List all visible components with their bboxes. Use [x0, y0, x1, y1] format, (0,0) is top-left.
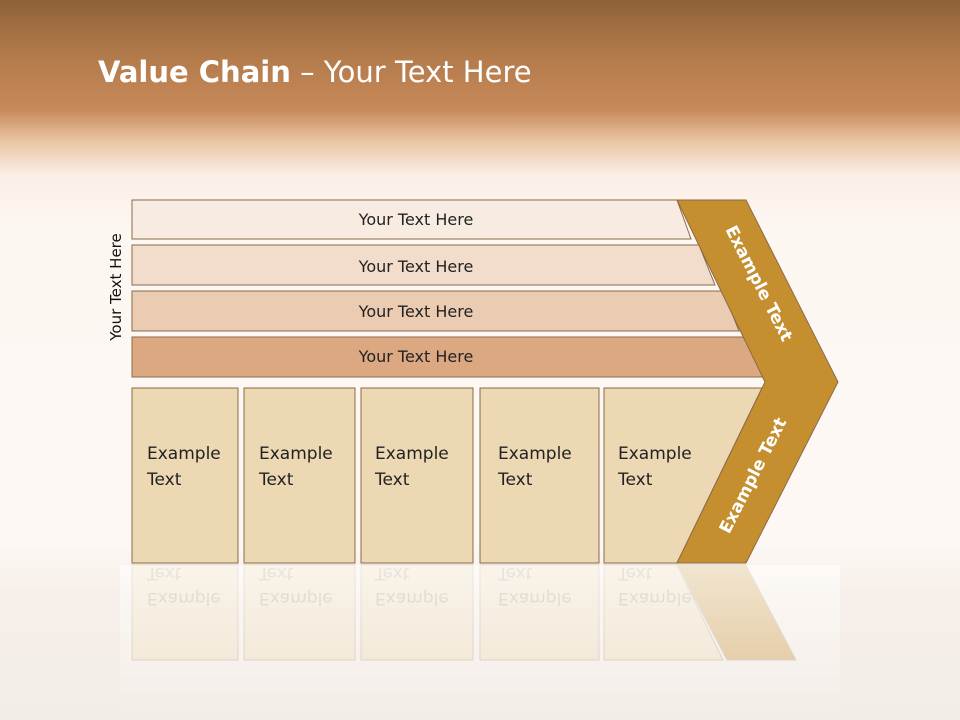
- chevron-arrow-shape: [676, 199, 839, 564]
- slide-title-rest: – Your Text Here: [290, 55, 532, 89]
- box-1-line2: Text: [146, 470, 182, 490]
- reflection-fade: [120, 565, 840, 720]
- row-3: Your Text Here: [131, 290, 740, 332]
- box-1-line1: Example: [147, 444, 221, 464]
- row-1-label: Your Text Here: [358, 210, 474, 229]
- box-4-line1: Example: [498, 444, 572, 464]
- box-2-line2: Text: [258, 470, 294, 490]
- box-3-line1: Example: [375, 444, 449, 464]
- box-5-line1: Example: [618, 444, 692, 464]
- box-1-shape: [131, 387, 239, 564]
- row-3-label: Your Text Here: [358, 302, 474, 321]
- box-5: Example Text: [603, 387, 763, 564]
- box-4-line2: Text: [497, 470, 533, 490]
- box-2-line1: Example: [259, 444, 333, 464]
- row-2-shape: [131, 244, 716, 286]
- row-2-label: Your Text Here: [358, 257, 474, 276]
- row-2: Your Text Here: [131, 244, 716, 286]
- box-3-line2: Text: [374, 470, 410, 490]
- row-3-shape: [131, 290, 740, 332]
- row-4-label: Your Text Here: [358, 347, 474, 366]
- row-4: Your Text Here: [131, 336, 764, 378]
- box-1: Example Text: [131, 387, 239, 564]
- row-1: Your Text Here: [131, 199, 692, 240]
- box-5-line2: Text: [617, 470, 653, 490]
- box-3: Example Text: [360, 387, 474, 564]
- box-3-shape: [360, 387, 474, 564]
- box-2: Example Text: [243, 387, 356, 564]
- row-1-shape: [131, 199, 692, 240]
- box-2-shape: [243, 387, 356, 564]
- box-4: Example Text: [479, 387, 600, 564]
- box-4-shape: [479, 387, 600, 564]
- slide-title: Value Chain – Your Text Here: [98, 55, 532, 89]
- slide-title-bold: Value Chain: [98, 55, 291, 89]
